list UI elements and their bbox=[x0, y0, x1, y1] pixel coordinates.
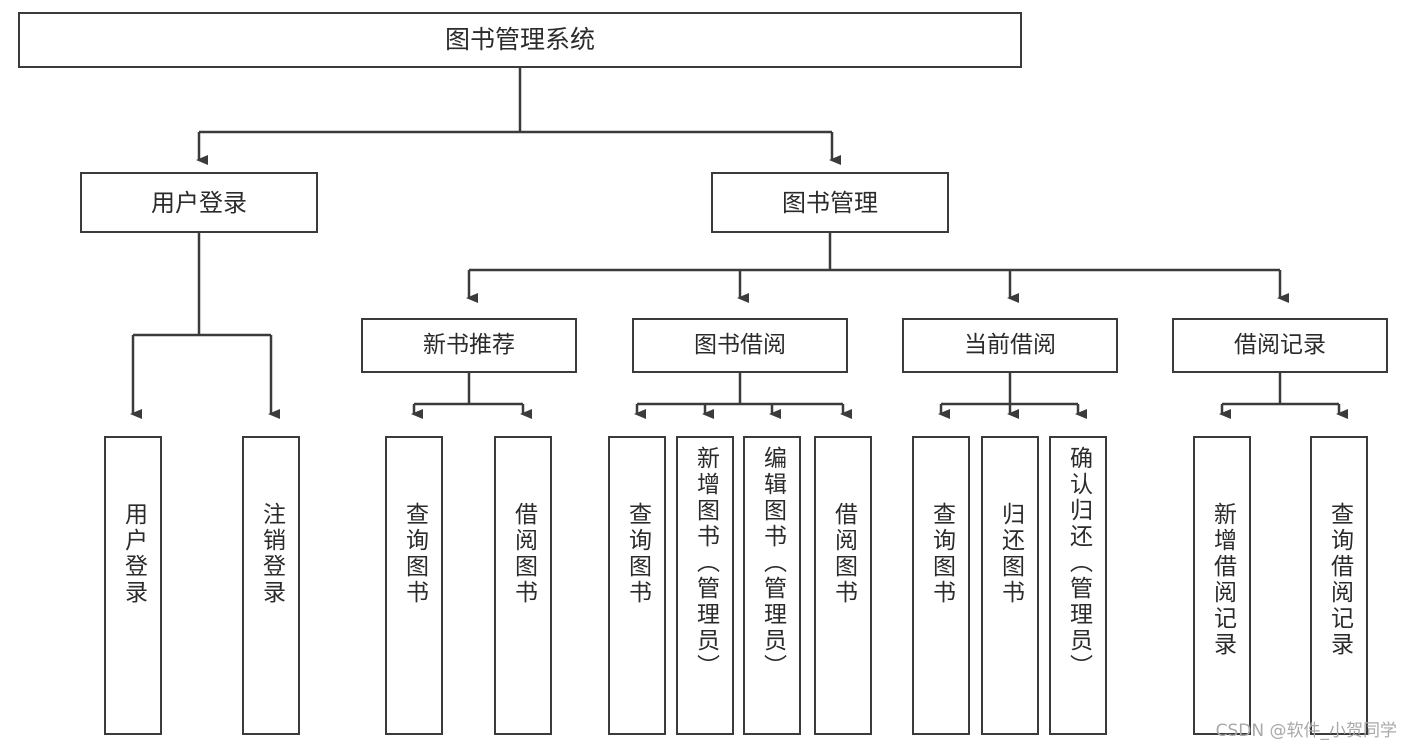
node-label: 图书管理 bbox=[782, 188, 878, 217]
node-label: 借阅图书 bbox=[830, 502, 857, 606]
node-new-book-recommend[interactable]: 新书推荐 bbox=[361, 318, 577, 373]
node-label: 查询图书 bbox=[401, 502, 428, 606]
node-leaf-query-borrow-record[interactable]: 查询借阅记录 bbox=[1310, 436, 1368, 735]
node-label: 编辑图书（管理员） bbox=[759, 446, 786, 680]
node-label: 用户登录 bbox=[120, 502, 147, 606]
node-leaf-return-book[interactable]: 归还图书 bbox=[981, 436, 1039, 735]
node-label: 用户登录 bbox=[151, 188, 247, 217]
node-user-login[interactable]: 用户登录 bbox=[80, 172, 318, 233]
node-label: 新书推荐 bbox=[423, 332, 515, 359]
node-leaf-confirm-return-admin[interactable]: 确认归还（管理员） bbox=[1049, 436, 1107, 735]
node-label: 借阅记录 bbox=[1234, 332, 1326, 359]
node-leaf-add-book-admin[interactable]: 新增图书（管理员） bbox=[676, 436, 734, 735]
node-label: 新增图书（管理员） bbox=[692, 446, 719, 680]
node-borrow-record[interactable]: 借阅记录 bbox=[1172, 318, 1388, 373]
node-label: 当前借阅 bbox=[964, 332, 1056, 359]
node-label: 查询图书 bbox=[928, 502, 955, 606]
node-leaf-edit-book-admin[interactable]: 编辑图书（管理员） bbox=[743, 436, 801, 735]
node-label: 图书管理系统 bbox=[444, 25, 595, 55]
node-book-borrow[interactable]: 图书借阅 bbox=[632, 318, 848, 373]
node-current-borrow[interactable]: 当前借阅 bbox=[902, 318, 1118, 373]
node-label: 图书借阅 bbox=[694, 332, 786, 359]
node-label: 确认归还（管理员） bbox=[1065, 446, 1092, 680]
node-label: 新增借阅记录 bbox=[1209, 502, 1236, 658]
node-label: 查询图书 bbox=[624, 502, 651, 606]
node-leaf-logout[interactable]: 注销登录 bbox=[242, 436, 300, 735]
node-label: 查询借阅记录 bbox=[1326, 502, 1353, 658]
node-leaf-borrow-book-recommend[interactable]: 借阅图书 bbox=[494, 436, 552, 735]
node-leaf-query-book-current[interactable]: 查询图书 bbox=[912, 436, 970, 735]
node-leaf-add-borrow-record[interactable]: 新增借阅记录 bbox=[1193, 436, 1251, 735]
node-label: 归还图书 bbox=[997, 502, 1024, 606]
node-label: 借阅图书 bbox=[510, 502, 537, 606]
node-root-book-management-system[interactable]: 图书管理系统 bbox=[18, 12, 1022, 68]
node-book-management[interactable]: 图书管理 bbox=[711, 172, 949, 233]
node-leaf-query-book-recommend[interactable]: 查询图书 bbox=[385, 436, 443, 735]
node-label: 注销登录 bbox=[258, 502, 285, 606]
node-leaf-user-login[interactable]: 用户登录 bbox=[104, 436, 162, 735]
node-leaf-query-book-borrow[interactable]: 查询图书 bbox=[608, 436, 666, 735]
node-leaf-borrow-book[interactable]: 借阅图书 bbox=[814, 436, 872, 735]
watermark-text: CSDN @软件_小贺同学 bbox=[1215, 721, 1397, 741]
